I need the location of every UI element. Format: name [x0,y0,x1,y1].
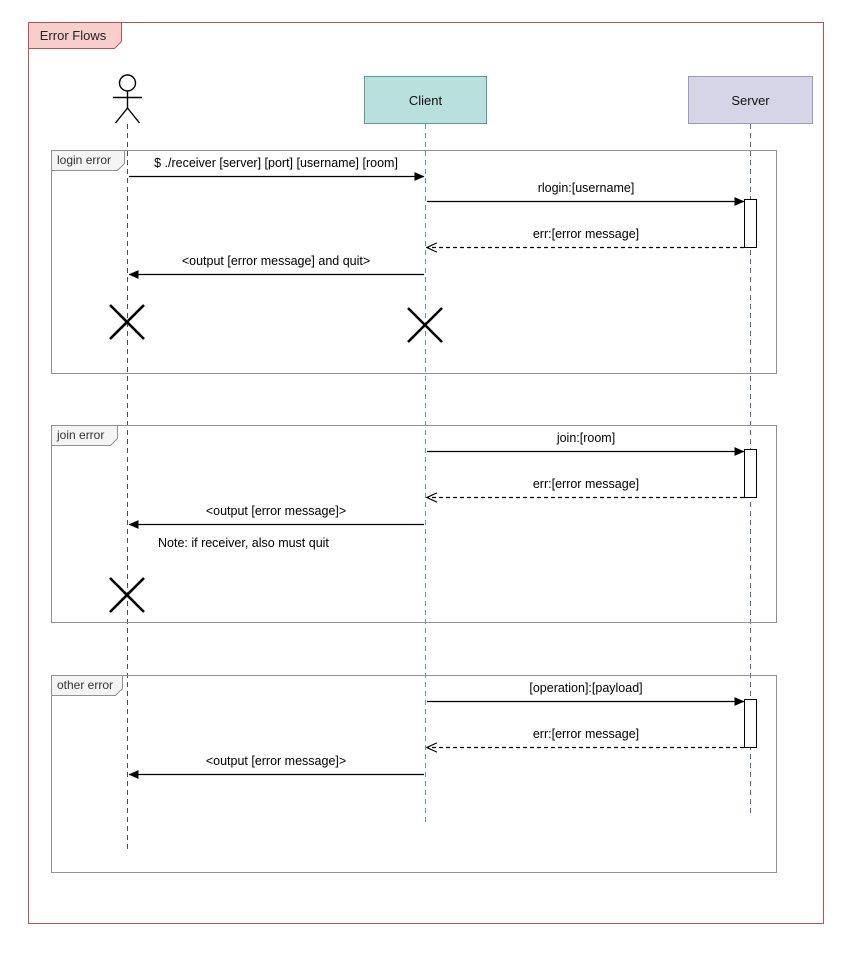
destroy-x-actor-login [109,304,145,340]
frame-other-error [51,675,777,873]
message-label-output-quit: <output [error message] and quit> [181,254,371,268]
activation-bar-join [744,449,757,498]
activation-bar-login [744,199,757,248]
message-label-output-join: <output [error message]> [205,504,347,518]
frame-join-error [51,425,777,623]
destroy-x-actor-join [109,577,145,613]
participant-server-label: Server [731,92,770,108]
message-label-err-other: err:[error message] [532,727,640,741]
message-label-rlogin: rlogin:[username] [537,181,635,195]
message-label-err-login: err:[error message] [532,227,640,241]
title-tab [28,22,122,49]
frame-label-join-error: join error [57,428,105,442]
diagram-title: Error Flows [39,27,107,43]
message-label-join: join:[room] [556,431,616,445]
participant-client: Client [364,76,487,124]
frame-label-other-error: other error [57,678,114,692]
destroy-x-client-login [407,307,443,343]
frame-label-login-error: login error [57,153,112,167]
participant-server: Server [688,76,813,124]
message-label-output-other: <output [error message]> [205,754,347,768]
actor-icon [113,74,142,124]
activation-bar-other [744,699,757,748]
message-label-operation: [operation]:[payload] [529,681,643,695]
frame-login-error [51,150,777,374]
message-label-run-command: $ ./receiver [server] [port] [username] … [154,156,398,170]
participant-client-label: Client [408,92,443,108]
note-receiver-must-quit: Note: if receiver, also must quit [158,536,329,550]
outer-frame [28,22,824,924]
message-label-err-join: err:[error message] [532,477,640,491]
